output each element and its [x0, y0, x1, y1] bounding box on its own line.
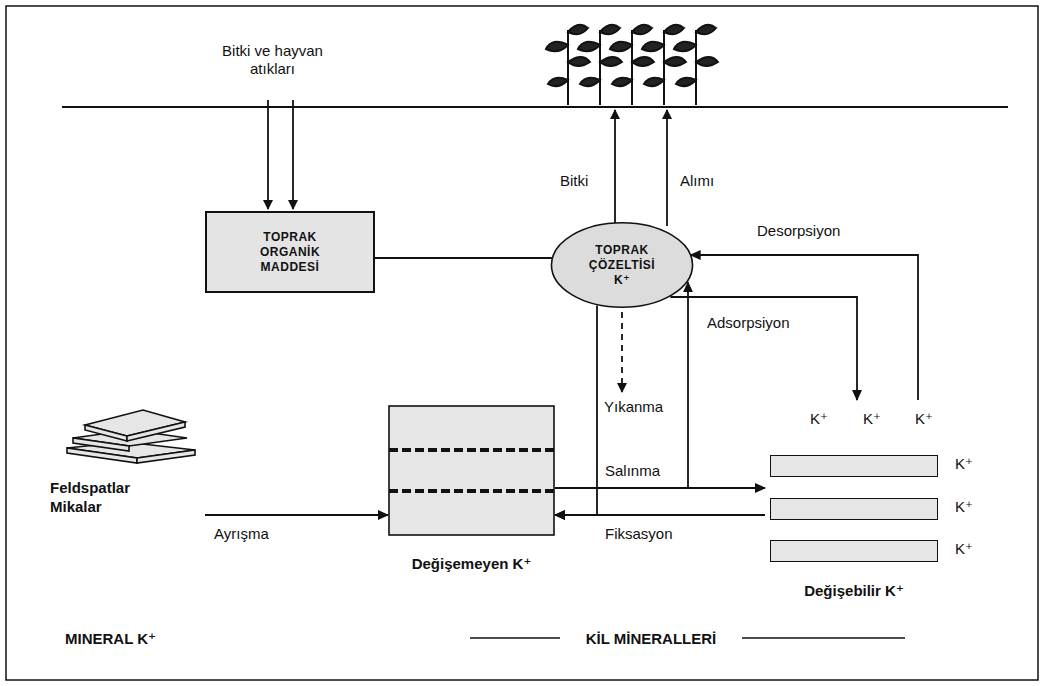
bracket-line: [470, 637, 560, 639]
edge-label: Adsorpsiyon: [705, 314, 792, 332]
plants: [546, 25, 718, 105]
flow-arrow: [555, 514, 765, 516]
text-label: Yıkanma: [604, 398, 663, 416]
leaching-arrow: [621, 312, 623, 392]
edge-label: Ayrışma: [212, 525, 271, 543]
text-label: MINERAL K⁺: [65, 630, 156, 648]
node-label: K⁺: [955, 455, 973, 473]
clay-slab: [770, 498, 938, 520]
mineral-source: Feldspatlar Mikalar: [45, 400, 205, 530]
flow-arrow: [555, 282, 688, 488]
node-label: TOPRAK ÇÖZELTİSİ K⁺: [582, 243, 662, 288]
soil-solution-ellipse: TOPRAK ÇÖZELTİSİ K⁺: [550, 221, 694, 309]
text-label: Bitki ve hayvan atıkları: [200, 42, 345, 78]
node-label: Değişemeyen K⁺: [388, 555, 555, 573]
waste-arrow: [292, 100, 294, 209]
mineral-plates: [45, 400, 205, 470]
node-label: K⁺: [955, 540, 973, 558]
frame: [6, 6, 1038, 680]
nonexchangeable-clay: Değişemeyen K⁺: [388, 405, 555, 585]
node-label: K⁺: [810, 410, 828, 428]
flow-arrow: [691, 255, 918, 400]
bracket-line: [742, 637, 905, 639]
node-label: K⁺: [955, 498, 973, 516]
node-label: Feldspatlar Mikalar: [50, 478, 150, 516]
text-label: KİL MİNERALLERİ: [566, 630, 736, 648]
text-label: Bitki: [560, 172, 588, 190]
text-label: Alımı: [680, 172, 714, 190]
node-label: TOPRAK ORGANİK MADDESİ: [250, 230, 330, 275]
ground-line: [62, 106, 1008, 108]
edge-label: Desorpsiyon: [755, 222, 842, 240]
flow-arrow: [375, 257, 552, 259]
node-label: Değişebilir K⁺: [765, 582, 943, 600]
flow-arrow: [555, 305, 597, 515]
uptake-arrow: [666, 110, 668, 226]
edge-label: Salınma: [603, 462, 662, 480]
edge-label: Fiksasyon: [603, 525, 675, 543]
clay-slab: [770, 455, 938, 477]
waste-arrow: [267, 100, 269, 209]
flow-arrow: [670, 297, 857, 400]
flow-arrow: [555, 487, 765, 489]
clay-layers: [388, 405, 555, 537]
node-label: K⁺: [863, 410, 881, 428]
clay-slab: [770, 540, 938, 562]
exchangeable-clay: K⁺ K⁺ K⁺ K⁺ K⁺ K⁺ Değişebilir K⁺: [765, 400, 995, 605]
uptake-arrow: [614, 110, 616, 224]
flow-arrow: [205, 514, 388, 516]
organic-matter-box: TOPRAK ORGANİK MADDESİ: [205, 211, 375, 293]
node-label: K⁺: [915, 410, 933, 428]
